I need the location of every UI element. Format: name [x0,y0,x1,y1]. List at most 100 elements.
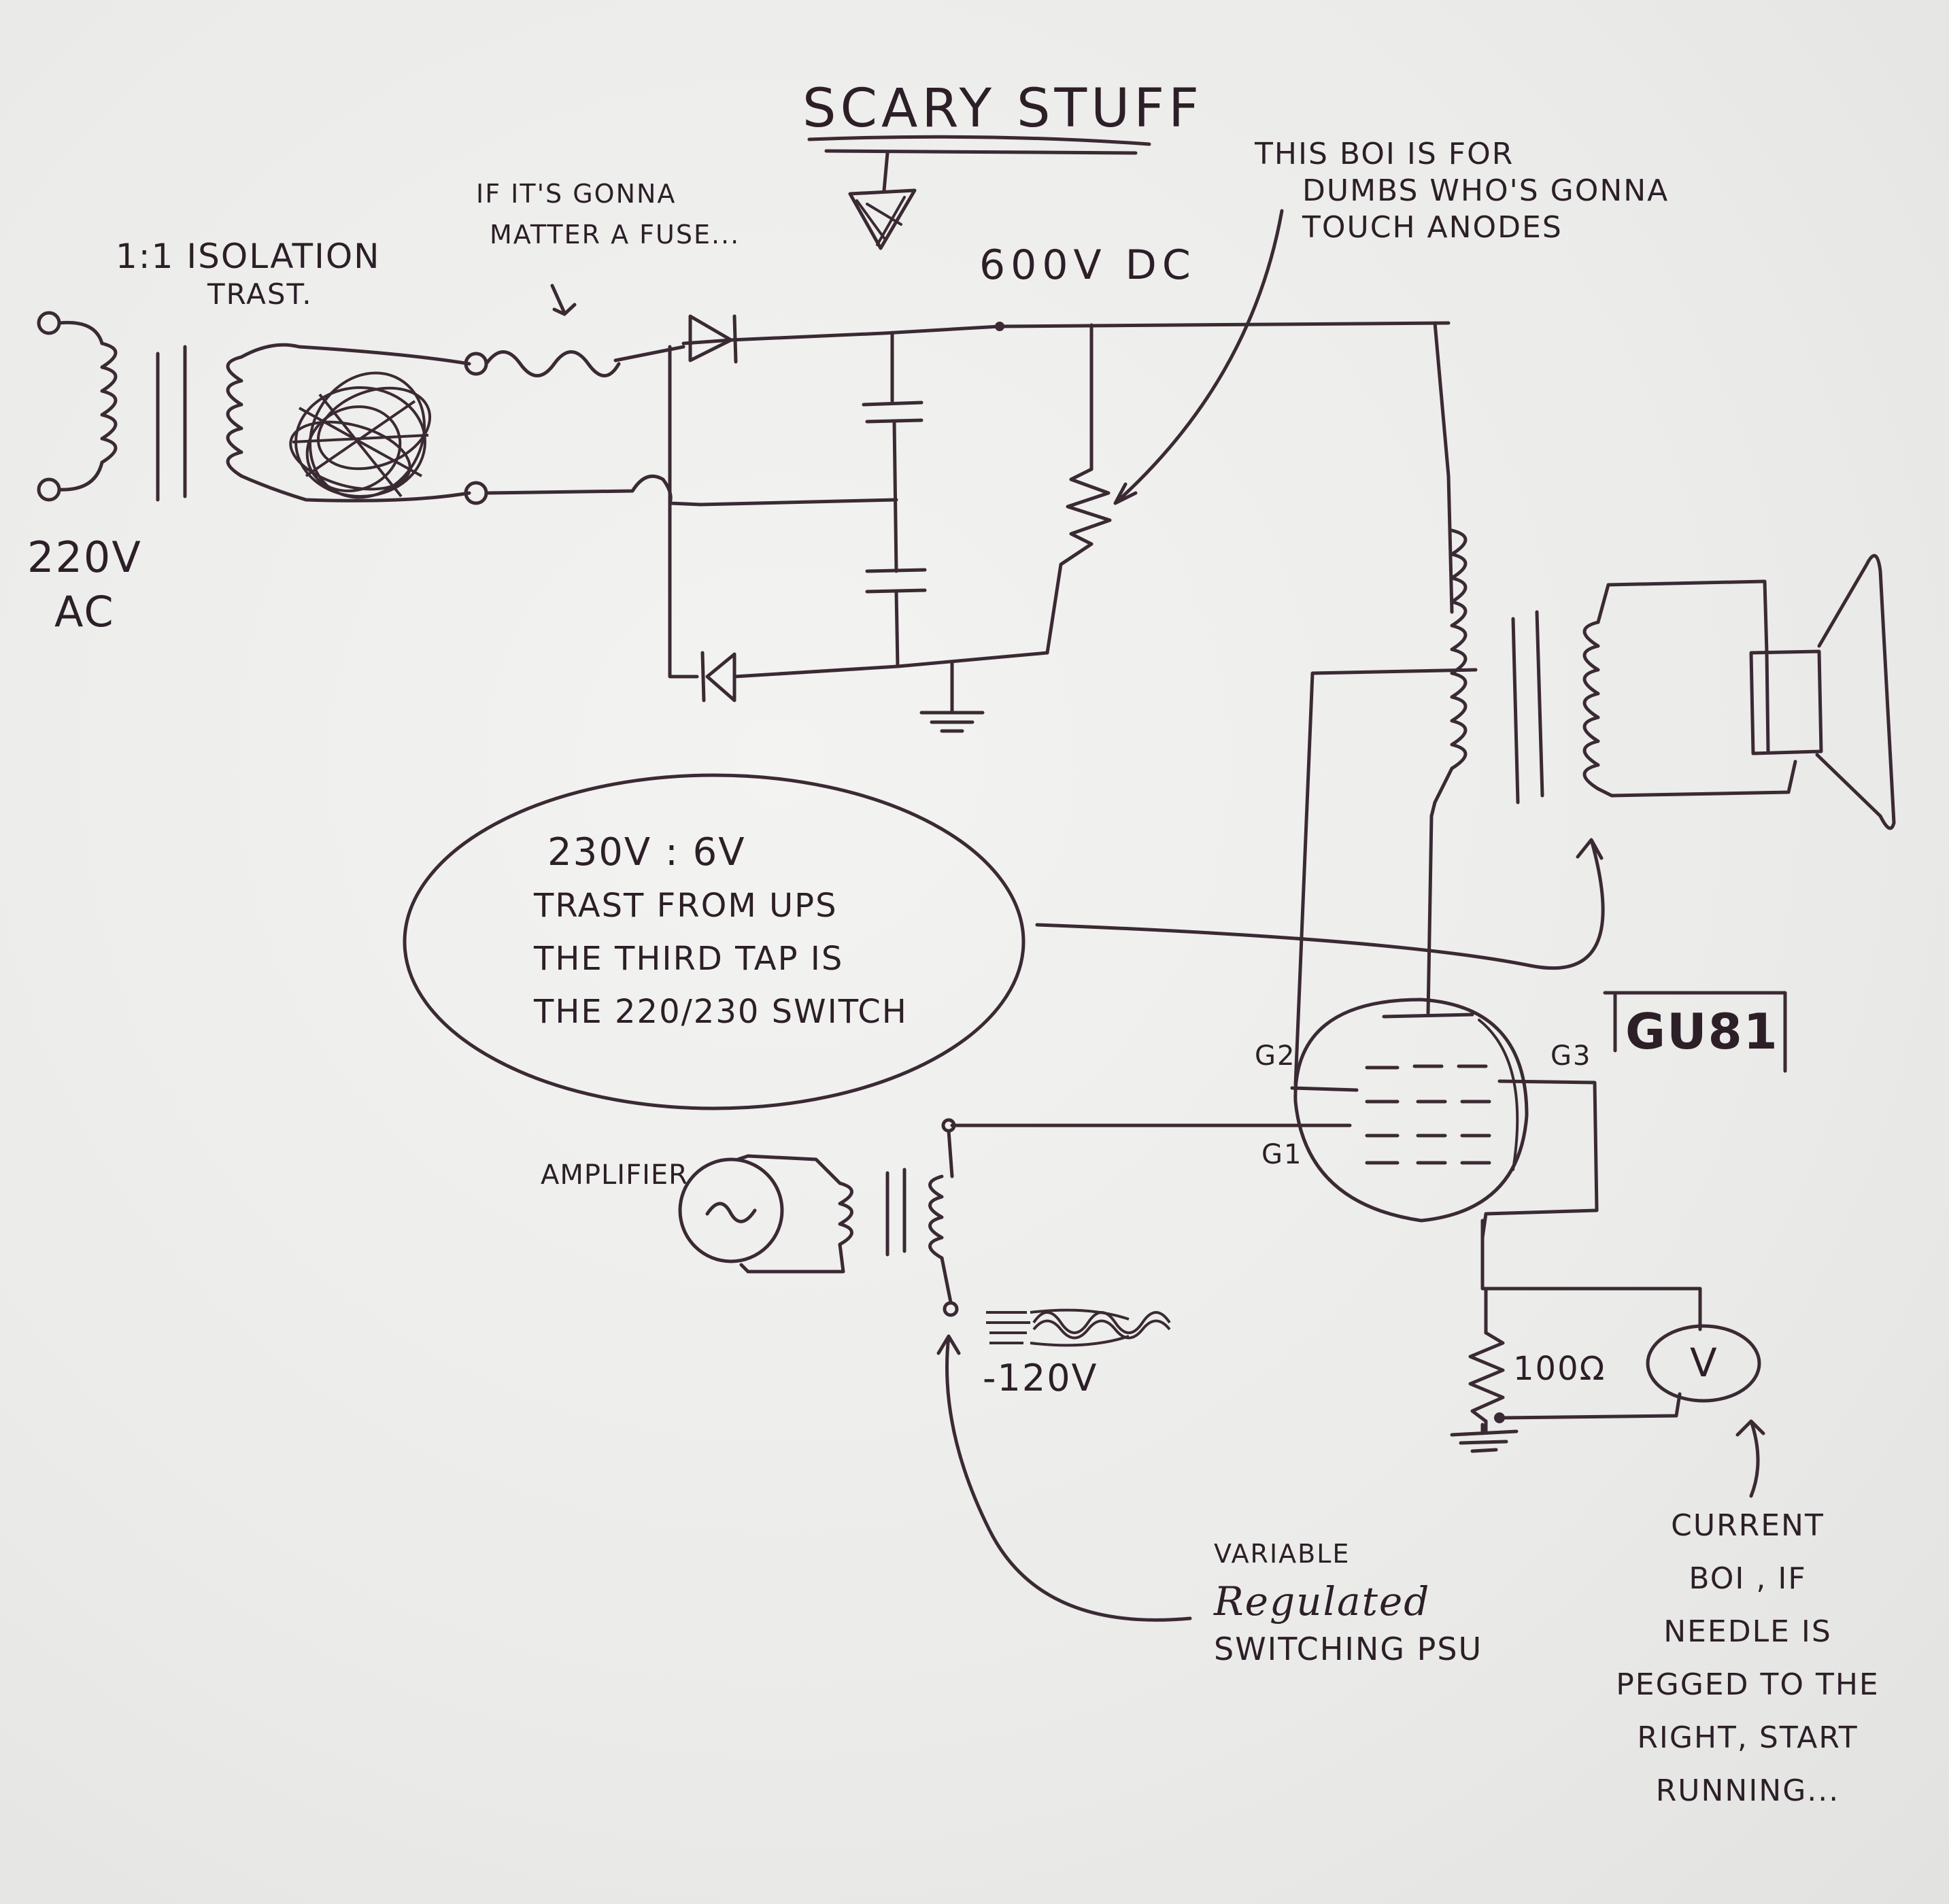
bias-voltage-label: -120V [983,1357,1098,1399]
wire-stroke [1478,1019,1519,1171]
psu-note-line-2: Regulated [1214,1578,1431,1625]
gu81-tube [950,814,1787,1331]
transformer-note-line-2: TRAST FROM UPS [534,887,838,925]
wire-stroke [986,1311,1030,1344]
input-primary [838,1181,853,1246]
bias-scribble [986,1308,1171,1347]
bleeder-arrow [1113,209,1284,505]
diode-top [688,314,738,364]
voltmeter [1646,1324,1761,1403]
wire-stroke [1480,1219,1702,1331]
g3-wire [1480,1079,1599,1240]
isolation-transformer-label: 1:1 ISOLATION TRAST. [116,238,381,313]
wire-stroke [940,1256,953,1304]
tube-label-box [1603,991,1787,1073]
fuse-note-line-1: IF IT'S GONNA [476,179,677,209]
wire-stroke [613,345,685,362]
bleeder-note: THIS BOI IS FOR DUMBS WHO'S GONNA TOUCH … [1255,136,1669,246]
rail-node [995,322,1004,331]
wire-stroke [239,474,471,503]
wire-stroke [1596,760,1797,798]
output-section [1035,321,1896,1087]
wire-stroke [1596,579,1769,655]
meter-arrow [1735,1419,1765,1498]
fuse-note-line-2: MATTER A FUSE... [490,220,741,250]
wire-stroke [1433,321,1454,614]
current-note-line-4: PEGGED TO THE [1616,1667,1880,1702]
psu-note: VARIABLE Regulated SWITCHING PSU [1214,1530,1482,1673]
ground-symbol-bottom [1450,1423,1519,1453]
cathode-section [1450,1287,1765,1498]
transformer-note-line-4: THE 220/230 SWITCH [534,993,908,1031]
wire-stroke [57,320,104,492]
signal-source [678,1157,784,1263]
psu-note-line-1: VARIABLE [1214,1539,1351,1569]
diode-bottom [700,651,736,702]
input-secondary [928,1174,944,1260]
wire-stroke [1030,1308,1130,1347]
bleeder-note-line-3: TOUCH ANODES [1302,210,1563,245]
psu-arrow [936,1334,1192,1622]
bleeder-note-line-1: THIS BOI IS FOR [1255,137,1514,171]
wire-stroke [947,1129,954,1178]
wire-stroke [305,405,402,492]
mains-terminal-top [37,311,61,335]
wire-stroke [1501,1392,1682,1420]
capacitor-1 [862,401,923,424]
g2-label: G2 [1255,1040,1296,1072]
secondary-winding [1582,620,1600,791]
voltage-doubler [668,314,1451,733]
wire-stroke [316,386,432,471]
tube-envelope [1293,998,1529,1223]
current-note-line-5: RIGHT, START [1637,1720,1859,1755]
mains-terminal-bottom [37,477,61,502]
wire-stroke [894,590,900,668]
wire-stroke [289,420,411,491]
wire-stroke [855,196,906,246]
wire-stroke [1365,1064,1488,1070]
scary-stuff-label: SCARY STUFF [802,78,1203,139]
note-bubble [403,773,1026,1110]
scribble-out [289,371,432,499]
wire-stroke [668,345,699,679]
wire-stroke [550,284,577,316]
isolation-line-2: TRAST. [207,277,313,311]
current-note-line-6: RUNNING... [1655,1773,1840,1808]
dc-voltage-label: 600V DC [979,241,1196,289]
wire-stroke [746,1242,845,1274]
transformer-note-line-3: THE THIRD TAP IS [534,940,844,978]
cathode-resistor [1468,1331,1505,1423]
wire-stroke [746,1154,842,1185]
bleeder-resistor [1045,209,1284,655]
voltmeter-symbol: V [1690,1340,1718,1386]
resistor-zigzag [1066,467,1112,546]
wire-stroke [1426,814,1434,1015]
speaker-magnet [1749,649,1823,755]
plate [1382,1013,1474,1019]
fuse-section [464,284,702,507]
fuse-symbol [484,350,621,377]
out-core-2 [1535,610,1544,798]
current-note-line-2: BOI , IF [1689,1561,1807,1596]
g3-label: G3 [1550,1040,1592,1072]
wire-stroke [807,135,1151,146]
transformer-arrow [1035,838,1605,970]
tube-model-label: GU81 [1625,1003,1779,1060]
primary-coil [100,341,118,464]
psu-note-line-3: SWITCHING PSU [1214,1631,1483,1667]
cathode-resistor-label: 100Ω [1513,1350,1606,1388]
bias-terminal [943,1301,959,1317]
wire-stroke [1494,1412,1505,1423]
scary-ground [807,135,1151,250]
wire-stroke [1032,1319,1171,1340]
mains-voltage-line-1: 220V [27,532,142,582]
ground-symbol-top [919,661,985,733]
wire-stroke [848,188,917,250]
isolation-transformer [37,311,471,503]
g1-label: G1 [1261,1139,1303,1170]
mains-voltage-line-2: AC [54,587,115,636]
transformer-note: 230V : 6V TRAST FROM UPS THE THIRD TAP I… [534,826,908,1038]
out-core-1 [1511,617,1520,804]
